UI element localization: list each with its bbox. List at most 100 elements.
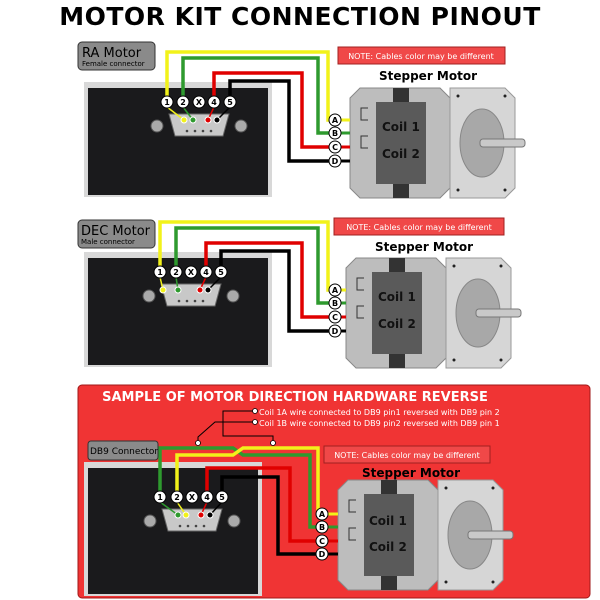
ra-pin-badge bbox=[223, 95, 237, 109]
ra-terminal-label: B bbox=[332, 129, 338, 138]
dec-pin-dot bbox=[174, 286, 182, 294]
ra-db9-hole bbox=[185, 129, 189, 133]
rev-mount-hole-icon bbox=[491, 580, 495, 584]
ra-terminal-badge bbox=[328, 140, 342, 154]
dec-mount-hole-icon bbox=[452, 358, 456, 362]
dec-mount-hole-icon bbox=[452, 264, 456, 268]
ra-wire-black bbox=[228, 79, 329, 163]
ra-pin-dot bbox=[213, 116, 221, 124]
db9-connector-label: DB9 Connector bbox=[90, 447, 158, 457]
rev-pin-badge bbox=[170, 490, 184, 504]
ra-pin-dot bbox=[204, 116, 212, 124]
rev-pin-label: 2 bbox=[174, 493, 180, 502]
rev-wire-green bbox=[158, 446, 316, 529]
dec-pin-label: 5 bbox=[218, 268, 224, 277]
ra-wire-green bbox=[181, 56, 329, 135]
dec-screw-right-icon bbox=[226, 289, 240, 303]
ra-motor-label-box bbox=[77, 41, 156, 71]
dec-terminal-label: D bbox=[332, 327, 339, 336]
ra-terminal-badge bbox=[328, 126, 342, 140]
dec-motor-shaft bbox=[475, 308, 522, 318]
ra-motor-band-bottom bbox=[393, 184, 409, 198]
rev-mount-hole-icon bbox=[444, 486, 448, 490]
ra-coil-symbol-icon bbox=[360, 107, 368, 121]
rev-db9-hole bbox=[194, 524, 198, 528]
dec-terminal-badge bbox=[328, 324, 342, 338]
ra-db9-hole bbox=[193, 129, 197, 133]
rev-pin-label: 4 bbox=[204, 493, 210, 502]
ra-db9-hole bbox=[201, 129, 205, 133]
ra-mount-hole-icon bbox=[456, 188, 460, 192]
dec-db9-shell bbox=[160, 283, 222, 307]
rev-pin-dot bbox=[206, 511, 214, 519]
ra-wire-red bbox=[212, 71, 329, 149]
ra-pin-label: 4 bbox=[211, 98, 217, 107]
dec-terminal-label: B bbox=[332, 299, 338, 308]
rev-motor-shaft bbox=[467, 530, 514, 540]
dec-wire-yellow bbox=[158, 220, 330, 292]
rev-db9-hole bbox=[178, 524, 182, 528]
rev-pin-label: X bbox=[189, 493, 196, 502]
annotation-leader-1b bbox=[197, 421, 255, 443]
rev-pin-badge bbox=[200, 490, 214, 504]
ra-pin-badge bbox=[207, 95, 221, 109]
dec-terminal-badge bbox=[328, 296, 342, 310]
ra-screw-left-icon bbox=[150, 119, 164, 133]
annotation-dot bbox=[270, 440, 276, 446]
annotation-dot bbox=[195, 440, 201, 446]
dec-coil-symbol-icon bbox=[356, 305, 364, 319]
ra-coil-symbol-icon bbox=[360, 135, 368, 149]
annotation-leader-1a bbox=[222, 410, 274, 443]
rev-pin-label: 1 bbox=[157, 493, 163, 502]
dec-note-box bbox=[333, 217, 505, 236]
ra-pin-label: 2 bbox=[180, 98, 186, 107]
rev-coil-symbol-icon bbox=[348, 499, 356, 513]
dec-pin-badge bbox=[184, 265, 198, 279]
ra-pin-dot bbox=[180, 116, 188, 124]
dec-wire-black bbox=[219, 249, 329, 333]
ra-pin-badge bbox=[192, 95, 206, 109]
rev-coil-symbol-icon bbox=[348, 527, 356, 541]
dec-motor-label-box bbox=[77, 219, 156, 249]
ra-terminal-label: C bbox=[332, 143, 338, 152]
rev-terminal-label: B bbox=[319, 523, 325, 532]
ra-coil2-label: Coil 2 bbox=[382, 147, 420, 161]
rev-terminal-badge bbox=[315, 507, 329, 521]
dec-motor-label: DEC Motor bbox=[81, 224, 151, 239]
dec-motor-band-bottom bbox=[389, 354, 405, 368]
ra-motor-shaft bbox=[479, 138, 526, 148]
dec-connector-type: Male connector bbox=[81, 238, 135, 246]
annotation-dot bbox=[252, 419, 258, 425]
reverse-note: NOTE: Cables color may be different bbox=[334, 451, 480, 460]
rev-terminal-badge bbox=[315, 520, 329, 534]
reverse-note-box bbox=[323, 445, 491, 464]
rev-wire-lead bbox=[159, 501, 179, 516]
rev-terminal-badge bbox=[315, 547, 329, 561]
rev-terminal-label: C bbox=[319, 537, 325, 546]
rev-wire-black bbox=[220, 475, 316, 556]
ra-wire-lead bbox=[166, 106, 185, 121]
dec-pin-label: 2 bbox=[173, 268, 179, 277]
dec-terminal-badge bbox=[328, 283, 342, 297]
annotation-dot bbox=[252, 408, 258, 414]
rev-pin-badge bbox=[215, 490, 229, 504]
db9-label-box bbox=[87, 440, 159, 461]
dec-pin-label: X bbox=[188, 268, 195, 277]
rev-wire-red bbox=[205, 466, 316, 543]
ra-terminal-badge bbox=[328, 113, 342, 127]
ra-connector-type: Female connector bbox=[82, 60, 145, 68]
rev-terminal-label: A bbox=[319, 510, 326, 519]
rev-mount-hole-icon bbox=[491, 486, 495, 490]
ra-motor-label: RA Motor bbox=[82, 46, 142, 61]
ra-coil1-label: Coil 1 bbox=[382, 120, 420, 134]
dec-wire-green bbox=[174, 226, 329, 305]
rev-screw-right-icon bbox=[227, 514, 241, 528]
dec-coil2-label: Coil 2 bbox=[378, 317, 416, 331]
dec-terminal-label: C bbox=[332, 313, 338, 322]
dec-db9-hole bbox=[193, 299, 197, 303]
rev-pin-badge bbox=[185, 490, 199, 504]
